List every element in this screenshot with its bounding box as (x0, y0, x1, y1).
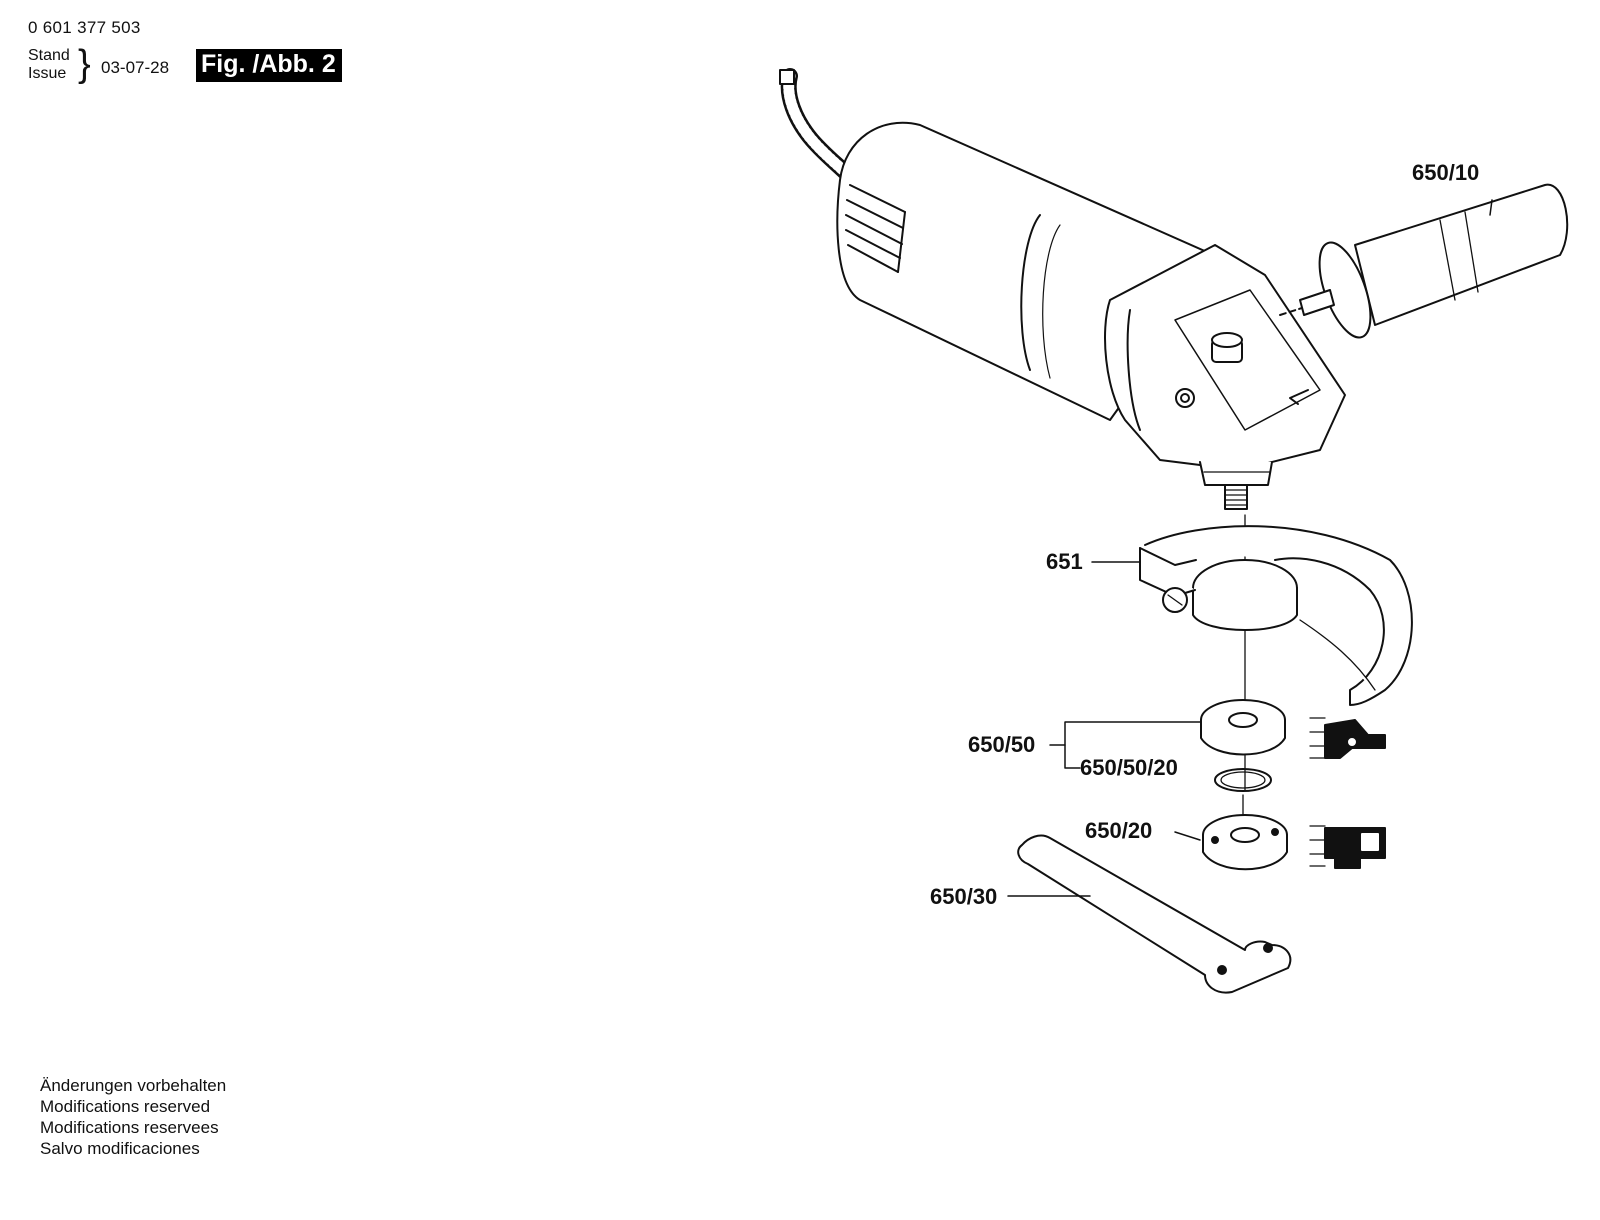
callout-650-50-20: 650/50/20 (1080, 755, 1178, 780)
footer-line-de: Änderungen vorbehalten (40, 1076, 227, 1095)
header: 0 601 377 503 (28, 18, 141, 38)
gear-head (1104, 244, 1346, 510)
footer-notice: Änderungen vorbehalten Modifications res… (40, 1075, 226, 1159)
callout-651: 651 (1046, 549, 1083, 574)
flange-section-icon (1309, 717, 1386, 759)
wheel-guard (1139, 525, 1413, 706)
callout-650-50: 650/50 (968, 732, 1035, 757)
clamping-nut (1202, 794, 1288, 871)
stand-label: Stand (28, 47, 70, 64)
callout-650-30: 650/30 (930, 884, 997, 909)
side-handle (1279, 183, 1569, 339)
power-cord (779, 68, 856, 183)
leader-lines (1007, 199, 1493, 897)
mounting-flange (1200, 699, 1286, 756)
part-number: 0 601 377 503 (28, 18, 141, 37)
footer-line-fr: Modifications reservees (40, 1118, 219, 1137)
brace-icon: } (78, 43, 91, 85)
issue-label: Issue (28, 65, 67, 82)
figure-label: Fig. /Abb. 2 (196, 49, 342, 82)
footer-line-en: Modifications reserved (40, 1097, 211, 1116)
nut-section-icon (1309, 825, 1386, 869)
footer-line-es: Salvo modificaciones (40, 1139, 200, 1158)
callout-650-20: 650/20 (1085, 818, 1152, 843)
o-ring (1214, 768, 1272, 792)
callout-650-10: 650/10 (1412, 160, 1479, 185)
issue-date: 03-07-28 (101, 58, 170, 77)
pin-spanner (1017, 834, 1292, 994)
stand-issue-labels: Stand Issue (28, 47, 70, 83)
